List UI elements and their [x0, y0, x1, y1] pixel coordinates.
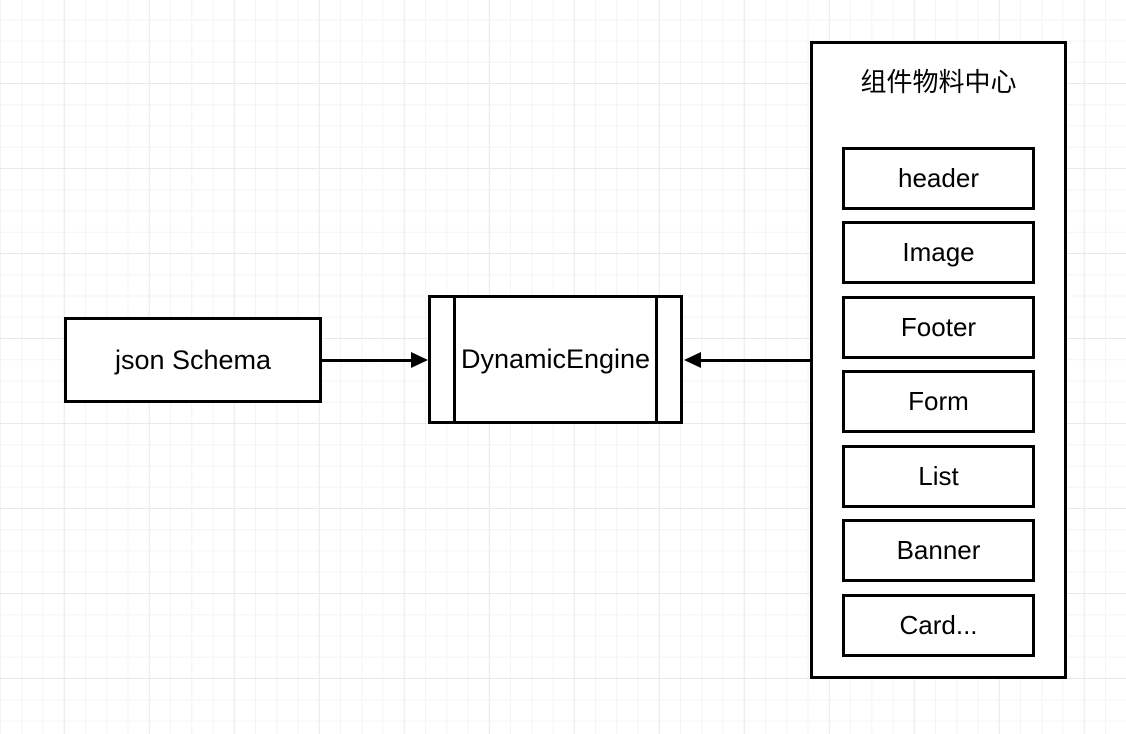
edge-material-center-to-engine[interactable] [699, 359, 810, 362]
material-item-header[interactable]: header [842, 147, 1035, 210]
material-item-form[interactable]: Form [842, 370, 1035, 433]
material-item-image[interactable]: Image [842, 221, 1035, 284]
material-item-banner[interactable]: Banner [842, 519, 1035, 582]
material-item-footer[interactable]: Footer [842, 296, 1035, 359]
node-dynamic-engine[interactable]: DynamicEngine [428, 295, 683, 424]
node-dynamic-engine-label: DynamicEngine [460, 344, 651, 375]
node-material-center[interactable]: 组件物料中心 header Image Footer Form List Ban… [810, 41, 1067, 679]
edge-json-schema-to-engine[interactable] [322, 359, 414, 362]
material-item-card[interactable]: Card... [842, 594, 1035, 657]
material-item-list[interactable]: List [842, 445, 1035, 508]
material-center-title: 组件物料中心 [860, 66, 1017, 97]
arrowhead-left-icon [684, 352, 701, 368]
node-json-schema[interactable]: json Schema [64, 317, 322, 403]
process-bar-left [453, 298, 456, 421]
process-bar-right [655, 298, 658, 421]
node-json-schema-label: json Schema [114, 344, 272, 375]
arrowhead-right-icon [411, 352, 428, 368]
